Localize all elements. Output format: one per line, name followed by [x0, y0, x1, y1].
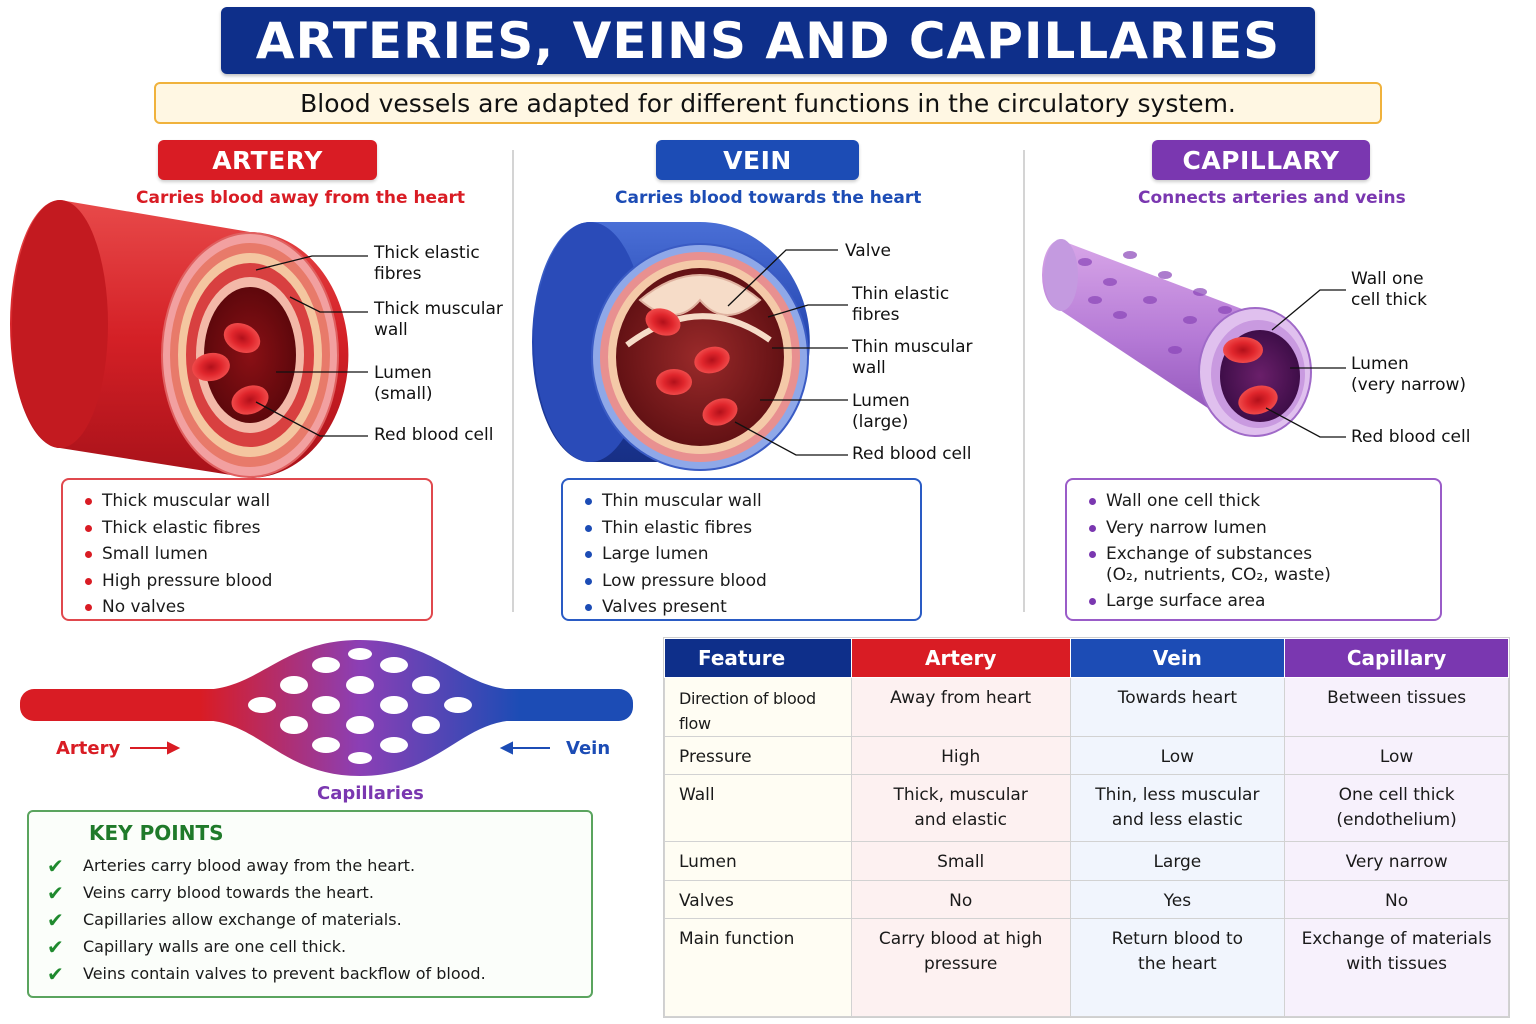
artery-illustration [10, 200, 368, 478]
list-item: ✔Capillaries allow exchange of materials… [47, 907, 402, 932]
artery-label-rbc: Red blood cell [374, 425, 494, 445]
cell-artery: High [850, 736, 1071, 775]
list-item: Valves present [585, 594, 920, 621]
check-icon: ✔ [47, 880, 64, 905]
list-item: Exchange of substances (O₂, nutrients, C… [1089, 541, 1440, 585]
divider-right [1023, 150, 1025, 612]
list-item: Wall one cell thick [1089, 488, 1440, 515]
vein-illustration [532, 222, 848, 471]
network-artery-label: Artery [56, 738, 121, 759]
cell-feature: Pressure [664, 736, 852, 775]
vein-label-rbc: Red blood cell [852, 444, 972, 464]
vein-features-box: Thin muscular wall Thin elastic fibres L… [561, 478, 922, 621]
subtitle: Blood vessels are adapted for different … [154, 82, 1382, 124]
list-item: ✔Arteries carry blood away from the hear… [47, 853, 416, 878]
cell-feature: Main function [664, 918, 852, 1017]
capillary-header: CAPILLARY [1152, 140, 1370, 180]
vein-label-lumen: Lumen(large) [852, 391, 910, 432]
vein-header: VEIN [656, 140, 859, 180]
list-item: Large lumen [585, 541, 920, 568]
cell-capillary: One cell thick(endothelium) [1284, 774, 1509, 842]
list-item: Large surface area [1089, 588, 1440, 615]
network-capillaries-label: Capillaries [317, 783, 424, 804]
cell-vein: Large [1069, 841, 1286, 881]
capillary-features-box: Wall one cell thick Very narrow lumen Ex… [1065, 478, 1442, 621]
capillary-description: Connects arteries and veins [1138, 188, 1406, 208]
cell-feature: Lumen [664, 841, 852, 881]
key-points-box: KEY POINTS ✔Arteries carry blood away fr… [27, 810, 593, 998]
artery-label-lumen: Lumen(small) [374, 363, 433, 404]
list-item: Very narrow lumen [1089, 515, 1440, 542]
check-icon: ✔ [47, 934, 64, 959]
cell-artery: Away from heart [850, 677, 1071, 737]
cell-capillary: Low [1284, 736, 1509, 775]
cell-capillary: Very narrow [1284, 841, 1509, 881]
list-item: ✔Veins contain valves to prevent backflo… [47, 961, 486, 986]
cell-artery: No [850, 880, 1071, 919]
divider-left [512, 150, 514, 612]
check-icon: ✔ [47, 853, 64, 878]
page-title: ARTERIES, VEINS AND CAPILLARIES [255, 11, 1281, 70]
header-capillary: Capillary [1284, 638, 1509, 678]
cell-capillary: Between tissues [1284, 677, 1509, 737]
list-item: Small lumen [85, 541, 431, 568]
header-feature: Feature [664, 638, 852, 678]
cell-feature: Valves [664, 880, 852, 919]
table-header-row: Feature Artery Vein Capillary [664, 638, 1509, 678]
cell-artery: Small [850, 841, 1071, 881]
list-item: Thin elastic fibres [585, 515, 920, 542]
check-icon: ✔ [47, 907, 64, 932]
vein-description: Carries blood towards the heart [615, 188, 922, 208]
artery-header: ARTERY [158, 140, 377, 180]
cell-capillary: No [1284, 880, 1509, 919]
list-item: Thick elastic fibres [85, 515, 431, 542]
header-artery: Artery [850, 638, 1071, 678]
artery-description: Carries blood away from the heart [136, 188, 466, 208]
vein-label-valve: Valve [845, 241, 891, 261]
capillary-network-illustration [20, 640, 633, 776]
network-vein-label: Vein [566, 738, 611, 759]
comparison-table: Feature Artery Vein Capillary Direction … [664, 638, 1509, 1017]
capillary-label-lumen: Lumen(very narrow) [1351, 354, 1467, 395]
cell-vein: Low [1069, 736, 1286, 775]
cell-feature: Wall [664, 774, 852, 842]
list-item: Thick muscular wall [85, 488, 431, 515]
list-item: Thin muscular wall [585, 488, 920, 515]
list-item: ✔Veins carry blood towards the heart. [47, 880, 374, 905]
title-banner: ARTERIES, VEINS AND CAPILLARIES [221, 7, 1315, 74]
artery-features-box: Thick muscular wall Thick elastic fibres… [61, 478, 433, 621]
list-item: Low pressure blood [585, 568, 920, 595]
header-vein: Vein [1069, 638, 1286, 678]
list-item: High pressure blood [85, 568, 431, 595]
list-item: ✔Capillary walls are one cell thick. [47, 934, 347, 959]
cell-vein: Towards heart [1069, 677, 1286, 737]
cell-vein: Yes [1069, 880, 1286, 919]
capillary-illustration [1042, 239, 1346, 438]
list-item: No valves [85, 594, 431, 621]
cell-feature: Direction of blood flow [664, 677, 852, 737]
key-points-title: KEY POINTS [89, 821, 224, 845]
check-icon: ✔ [47, 961, 64, 986]
capillary-label-rbc: Red blood cell [1351, 427, 1471, 447]
